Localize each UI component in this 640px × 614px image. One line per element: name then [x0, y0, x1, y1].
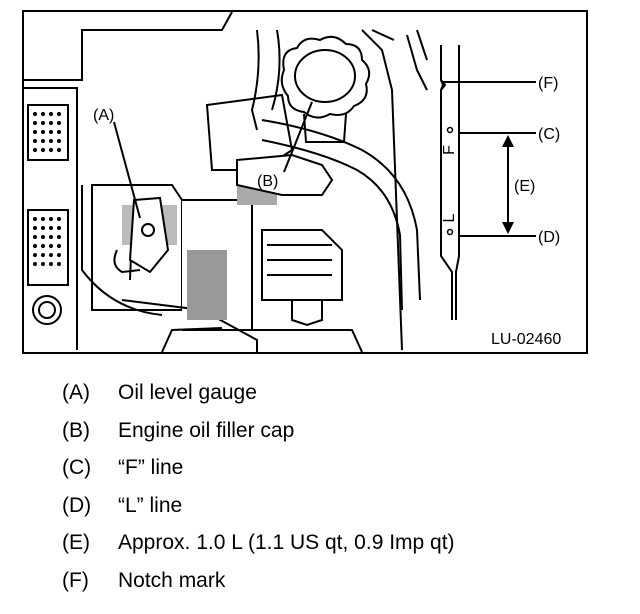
legend-row-f: (F) Notch mark	[62, 566, 455, 604]
legend-key: (C)	[62, 456, 92, 479]
legend-row-a: (A) Oil level gauge	[62, 378, 455, 416]
legend-key: (D)	[62, 493, 92, 517]
legend-row-c: (C) “F” line	[62, 453, 455, 491]
dipstick-illustration	[440, 45, 460, 320]
arrowhead-up	[502, 135, 514, 147]
vent-grille-upper	[27, 104, 69, 161]
dipstick-f-mark: F	[441, 145, 458, 155]
callout-f-label: (F)	[538, 75, 558, 92]
vent-grille-lower	[27, 209, 69, 286]
legend-row-b: (B) Engine oil filler cap	[62, 416, 455, 454]
legend-text: “F” line	[118, 456, 184, 479]
legend-text: “L” line	[118, 493, 183, 517]
oil-filler-cap	[280, 35, 371, 143]
dipstick-l-mark: L	[441, 213, 458, 222]
arrowhead-down	[502, 222, 514, 234]
dipstick-l-dot	[446, 228, 454, 236]
fastener-icon	[32, 295, 62, 325]
callout-a-label: (A)	[93, 107, 114, 124]
figure-code: LU-02460	[491, 331, 561, 348]
dipstick-f-dot	[446, 126, 454, 134]
legend-text: Approx. 1.0 L (1.1 US qt, 0.9 Imp qt)	[118, 531, 455, 554]
callout-b-label: (B)	[257, 173, 278, 190]
engine-bay-illustration	[24, 11, 428, 353]
legend-key: (F)	[62, 568, 89, 592]
callout-c-label: (C)	[538, 126, 560, 143]
legend: (A) Oil level gauge (B) Engine oil filler …	[62, 378, 455, 603]
legend-key: (E)	[62, 531, 90, 554]
notch-mark	[440, 79, 447, 91]
legend-text: Notch mark	[118, 568, 226, 592]
legend-row-e: (E) Approx. 1.0 L (1.1 US qt, 0.9 Imp qt)	[62, 528, 455, 566]
legend-key: (B)	[62, 418, 90, 442]
callout-leader-b	[283, 101, 313, 173]
callout-d-label: (D)	[538, 229, 560, 246]
legend-text: Oil level gauge	[118, 381, 257, 404]
callout-leader-a	[113, 121, 141, 219]
legend-text: Engine oil filler cap	[118, 418, 295, 442]
engine-oil-diagram: (A) (B) F L (F) (C) (E) (D) LU-02460	[22, 10, 588, 354]
legend-key: (A)	[62, 381, 90, 404]
callout-e-label: (E)	[514, 178, 535, 195]
legend-row-d: (D) “L” line	[62, 491, 455, 529]
